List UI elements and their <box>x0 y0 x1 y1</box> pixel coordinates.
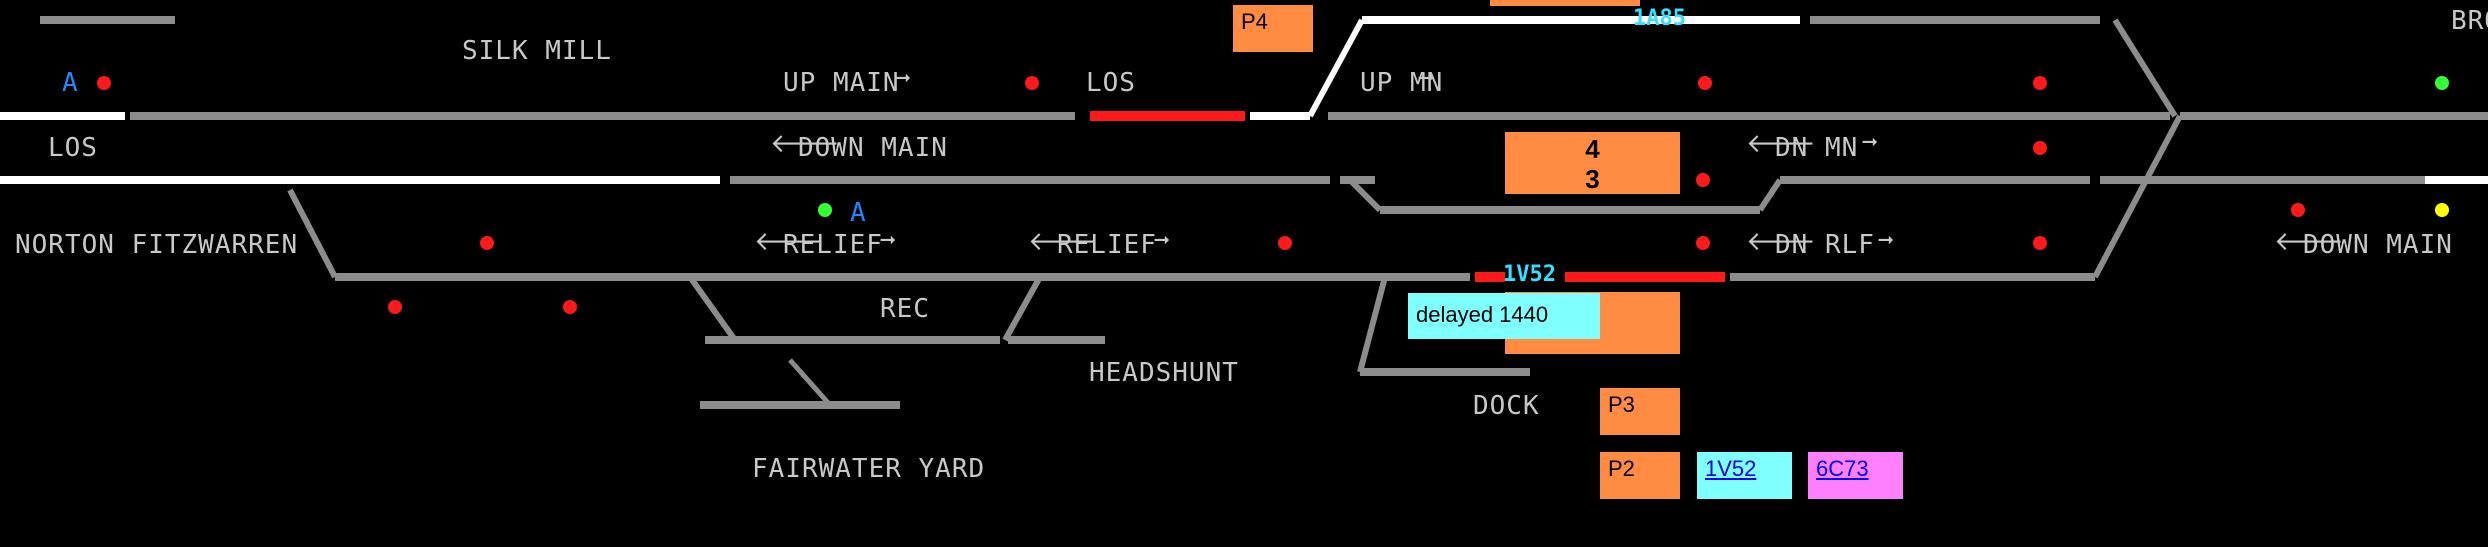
label-fairwater-yard: FAIRWATER YARD <box>752 454 986 484</box>
arrow-right-icon: ➞ <box>1154 226 1171 256</box>
label-dn-mn: DN MN <box>1775 133 1859 163</box>
track-connection <box>1347 177 1383 213</box>
label-up-mn: UP MN <box>1360 68 1444 98</box>
label-los-top: LOS <box>1086 68 1136 98</box>
platform-block-top <box>1490 0 1640 6</box>
signal-red-icon[interactable] <box>1696 173 1710 187</box>
signal-green-icon[interactable] <box>2435 76 2449 90</box>
signal-red-icon[interactable] <box>1696 236 1710 250</box>
track-crossover <box>287 188 338 279</box>
platform-3-label: 3 <box>1585 164 1600 194</box>
arrow-left-icon: 🡐 <box>1746 129 1817 159</box>
headcode-1a85[interactable]: 1A85 <box>1633 6 1686 31</box>
signal-layer <box>97 76 2449 314</box>
track-crossover <box>2092 114 2183 279</box>
signal-red-icon[interactable] <box>388 300 402 314</box>
platform-box-p3[interactable]: P3 <box>1600 388 1680 435</box>
label-relief-right: RELIEF <box>1057 230 1157 260</box>
label-a-mid[interactable]: A <box>850 198 867 228</box>
arrow-left-icon: 🡐 <box>1028 227 1099 257</box>
label-bro: BRO <box>2451 6 2488 36</box>
track-connection <box>687 275 738 342</box>
signal-red-icon[interactable] <box>563 300 577 314</box>
label-rec: REC <box>880 294 930 324</box>
signal-green-icon[interactable] <box>818 203 832 217</box>
signal-red-icon[interactable] <box>2033 141 2047 155</box>
platform-box-p4[interactable]: P4 <box>1233 5 1313 52</box>
label-a-left[interactable]: A <box>62 68 79 98</box>
train-tag-6c73[interactable]: 6C73 <box>1808 452 1903 499</box>
track-layer <box>0 16 2488 409</box>
arrow-right-icon: ➞ <box>895 64 912 94</box>
signal-red-icon[interactable] <box>1278 236 1292 250</box>
label-down-main-right: DOWN MAIN <box>2303 230 2453 260</box>
label-dn-rlf: DN RLF <box>1775 230 1875 260</box>
arrow-right-icon: ➞ <box>1878 226 1895 256</box>
track-connection <box>1757 178 1783 212</box>
label-down-main: DOWN MAIN <box>798 133 948 163</box>
signal-red-icon[interactable] <box>97 76 111 90</box>
label-relief-left: RELIEF <box>783 230 883 260</box>
signal-red-icon[interactable] <box>1698 76 1712 90</box>
label-silk-mill: SILK MILL <box>462 36 612 66</box>
signal-red-icon[interactable] <box>480 236 494 250</box>
train-tag-1v52[interactable]: 1V52 <box>1697 452 1792 499</box>
track-crossover-set <box>1307 18 1365 118</box>
label-norton-fitzwarren: NORTON FITZWARREN <box>15 230 299 260</box>
track-crossover <box>2112 18 2178 118</box>
arrow-left-icon: 🡐 <box>1746 227 1817 257</box>
track-connection <box>788 358 832 407</box>
label-headshunt: HEADSHUNT <box>1089 358 1239 388</box>
delay-tooltip: delayed 1440 <box>1408 293 1600 339</box>
arrow-right-icon: ➞ <box>1862 128 1879 158</box>
arrow-right-icon: ➞ <box>880 226 897 256</box>
platform-4-label: 4 <box>1585 134 1600 164</box>
signal-red-icon[interactable] <box>1025 76 1039 90</box>
track-connection <box>1357 276 1388 373</box>
arrow-left-icon: 🡐 <box>754 227 825 257</box>
track-connection <box>1002 275 1043 342</box>
signal-red-icon[interactable] <box>2291 203 2305 217</box>
label-los-left: LOS <box>48 133 98 163</box>
arrow-left-icon: 🡐 <box>2274 227 2345 257</box>
label-up-main: UP MAIN <box>783 68 900 98</box>
signal-red-icon[interactable] <box>2033 236 2047 250</box>
platform-box-p2[interactable]: P2 <box>1600 452 1680 499</box>
label-dock: DOCK <box>1473 391 1540 421</box>
arrow-left-icon: 🡐 <box>770 129 841 159</box>
arrow-right-icon: ➞ <box>1418 64 1435 94</box>
signal-yellow-icon[interactable] <box>2435 203 2449 217</box>
headcode-1v52[interactable]: 1V52 <box>1503 262 1556 287</box>
platform-4-3: 4 3 <box>1505 132 1680 194</box>
signal-red-icon[interactable] <box>2033 76 2047 90</box>
